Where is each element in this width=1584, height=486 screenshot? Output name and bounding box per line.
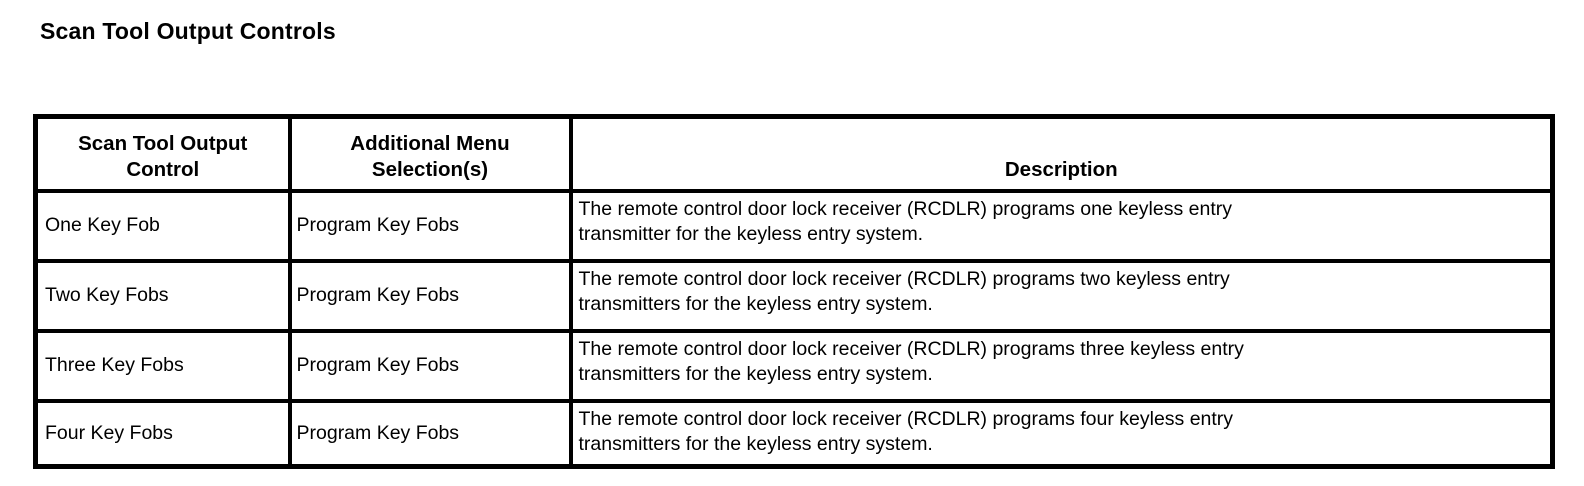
description-cell: The remote control door lock receiver (R… xyxy=(568,328,1555,403)
table-row: Three Key Fobs Program Key Fobs The remo… xyxy=(33,328,1555,403)
column-header-additional-menu-selections: Additional Menu Selection(s) xyxy=(287,114,573,193)
menu-selection-cell: Program Key Fobs xyxy=(287,328,573,403)
column-header-description: Description xyxy=(568,114,1555,193)
table-body: One Key Fob Program Key Fobs The remote … xyxy=(33,188,1555,469)
control-cell: One Key Fob xyxy=(33,188,292,263)
table-header: Scan Tool Output Control Additional Menu… xyxy=(33,114,1555,193)
description-cell: The remote control door lock receiver (R… xyxy=(568,258,1555,333)
menu-selection-cell: Program Key Fobs xyxy=(287,398,573,469)
page-title: Scan Tool Output Controls xyxy=(40,18,336,44)
table-row: Four Key Fobs Program Key Fobs The remot… xyxy=(33,398,1555,469)
table-header-row: Scan Tool Output Control Additional Menu… xyxy=(33,114,1555,193)
menu-selection-cell: Program Key Fobs xyxy=(287,258,573,333)
menu-selection-cell: Program Key Fobs xyxy=(287,188,573,263)
column-header-scan-tool-output-control: Scan Tool Output Control xyxy=(33,114,292,193)
table-row: One Key Fob Program Key Fobs The remote … xyxy=(33,188,1555,263)
description-cell: The remote control door lock receiver (R… xyxy=(568,188,1555,263)
description-cell: The remote control door lock receiver (R… xyxy=(568,398,1555,469)
scan-tool-output-controls-table: Scan Tool Output Control Additional Menu… xyxy=(33,114,1555,469)
control-cell: Three Key Fobs xyxy=(33,328,292,403)
control-cell: Two Key Fobs xyxy=(33,258,292,333)
table-row: Two Key Fobs Program Key Fobs The remote… xyxy=(33,258,1555,333)
control-cell: Four Key Fobs xyxy=(33,398,292,469)
